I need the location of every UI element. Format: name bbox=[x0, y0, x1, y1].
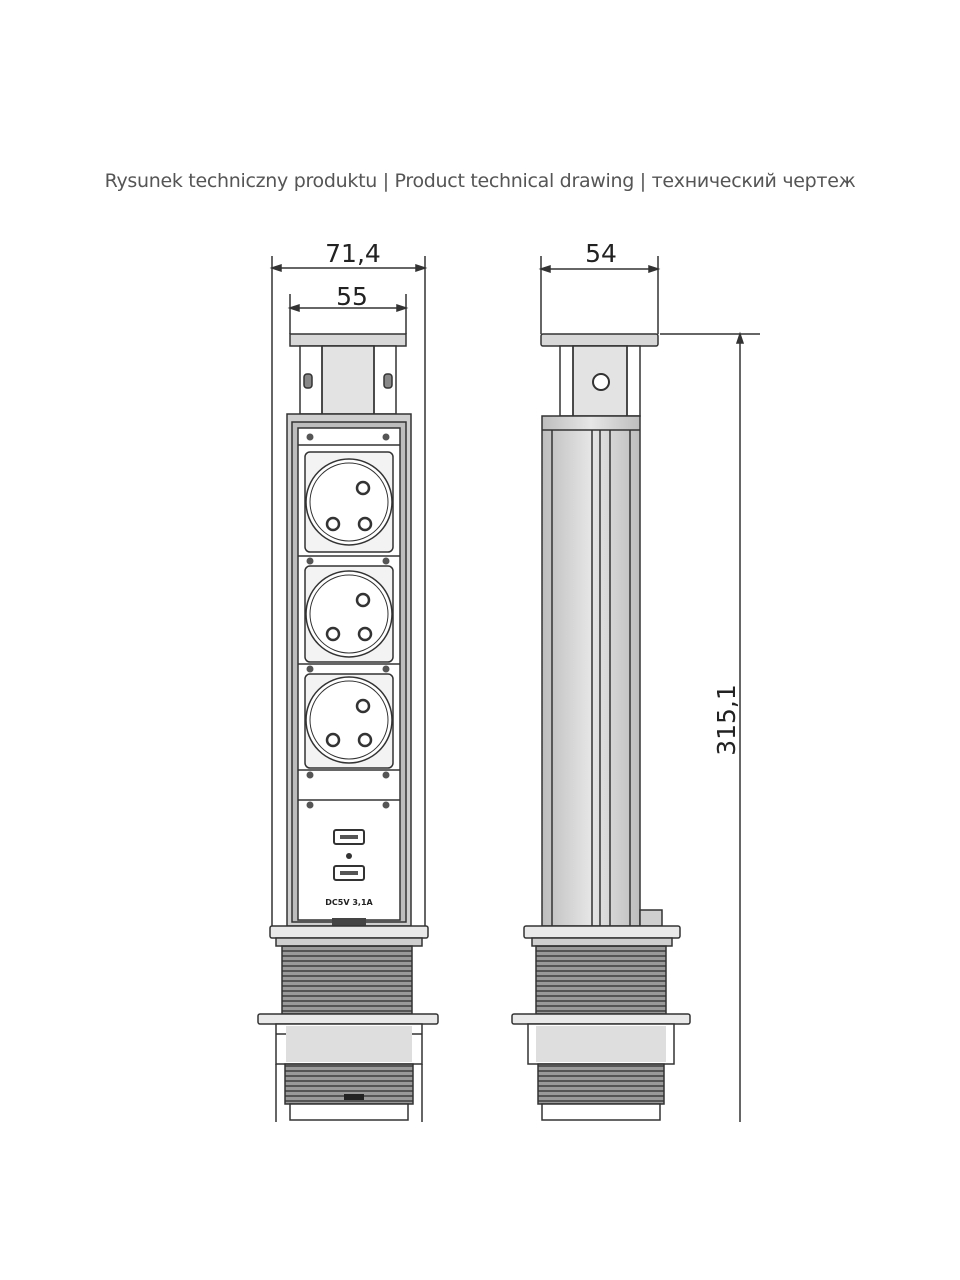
dimension-depth-label: 54 bbox=[585, 239, 617, 268]
page-title: Rysunek techniczny produktu | Product te… bbox=[104, 170, 856, 192]
side-button-icon bbox=[592, 373, 610, 391]
dimension-inner-width: 55 bbox=[287, 282, 409, 334]
socket-1 bbox=[304, 451, 394, 553]
usb-module-label: DC5V 3,1A bbox=[325, 898, 373, 907]
side-view: 54 bbox=[511, 239, 691, 1121]
socket-2 bbox=[304, 565, 394, 663]
front-thread-upper bbox=[281, 945, 413, 1015]
side-flange bbox=[523, 925, 681, 939]
side-thread-lower bbox=[537, 1063, 665, 1105]
side-body bbox=[541, 415, 641, 927]
dimension-height-label: 315,1 bbox=[712, 684, 741, 756]
front-flange bbox=[269, 925, 429, 939]
dimension-outer-width-label: 71,4 bbox=[325, 239, 381, 268]
front-view: 71,4 55 bbox=[257, 239, 439, 1122]
side-lower-ring bbox=[511, 1013, 691, 1025]
dimension-depth: 54 bbox=[538, 239, 661, 334]
side-thread-upper bbox=[535, 945, 667, 1015]
top-cap bbox=[289, 333, 407, 347]
dimension-height: 315,1 bbox=[660, 331, 760, 1122]
socket-3 bbox=[304, 673, 394, 769]
side-top-cap bbox=[540, 333, 659, 347]
usb-module: DC5V 3,1A bbox=[325, 829, 374, 907]
front-lower-ring bbox=[257, 1013, 439, 1025]
dimension-inner-width-label: 55 bbox=[336, 282, 368, 311]
dimension-outer-width: 71,4 bbox=[269, 239, 428, 930]
